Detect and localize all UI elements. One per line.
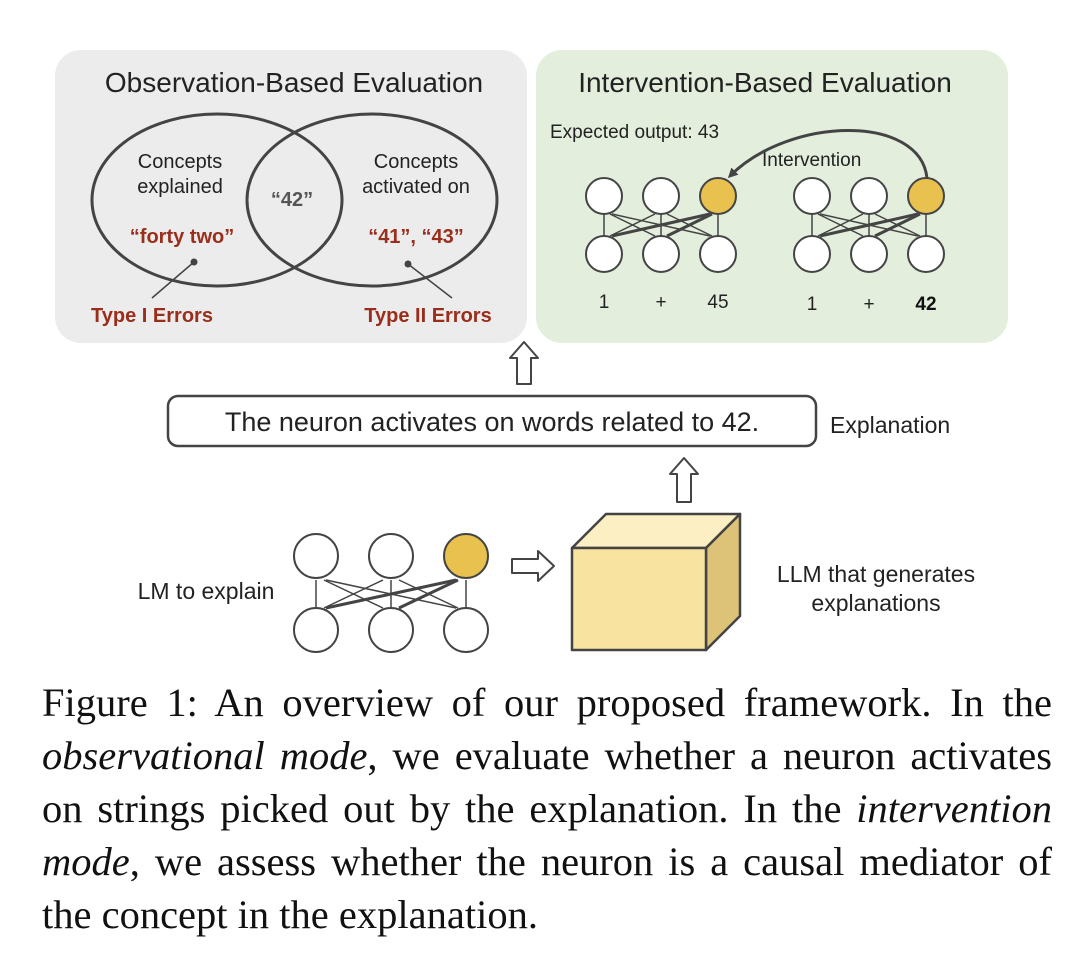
concepts-explained-label-line1: Concepts	[138, 151, 223, 173]
observation-panel-title: Observation-Based Evaluation	[105, 67, 483, 98]
neuron	[850, 235, 888, 273]
network-edge	[817, 213, 864, 237]
intervention-panel-title: Intervention-Based Evaluation	[578, 67, 952, 98]
framework-figure: Observation-Based Evaluation Concepts ex…	[55, 50, 1008, 653]
network-edge	[323, 579, 384, 609]
network-edge	[398, 578, 459, 610]
network-edge	[819, 212, 919, 238]
hollow-right-arrow	[511, 550, 555, 582]
neuron	[585, 235, 623, 273]
neuron	[907, 235, 945, 273]
neuron	[850, 177, 888, 215]
explanation-text: The neuron activates on words related to…	[225, 407, 759, 437]
observation-panel-background	[55, 50, 527, 343]
cube-front-face	[570, 546, 708, 652]
observation-panel: Observation-Based Evaluation Concepts ex…	[55, 50, 527, 343]
hollow-up-arrow	[669, 457, 699, 503]
neuron	[293, 607, 339, 653]
overlap-label: “42”	[271, 189, 313, 211]
type1-errors-label: Type I Errors	[91, 305, 213, 327]
intervention-panel: Intervention-Based Evaluation Expected o…	[536, 50, 1008, 343]
highlighted-neuron	[907, 177, 945, 215]
explanation-section: The neuron activates on words related to…	[166, 394, 950, 448]
lm-to-explain-label: LM to explain	[138, 578, 275, 604]
concepts-explained-label-line2: explained	[137, 176, 223, 198]
concepts-activated-label-line1: Concepts	[374, 151, 459, 173]
caption-text: Figure 1: An overview of our proposed fr…	[42, 680, 1052, 725]
neuron	[368, 533, 414, 579]
network-edge	[325, 578, 457, 610]
llm-label-line2: explanations	[811, 590, 940, 616]
highlighted-neuron	[699, 177, 737, 215]
caption-text: , we assess whether the neuron is a caus…	[42, 839, 1052, 937]
neuron	[585, 177, 623, 215]
llm-cube	[570, 512, 742, 652]
neuron	[793, 235, 831, 273]
concepts-explained-circle	[90, 112, 344, 288]
type2-pointer-line	[407, 263, 453, 299]
caption-text: , we evaluate whether a neuron activates…	[42, 733, 1052, 831]
highlighted-neuron	[443, 533, 489, 579]
explanation-label: Explanation	[830, 412, 950, 438]
intervened-input-token: 42	[915, 294, 936, 315]
concepts-activated-circle	[245, 112, 499, 288]
type1-pointer-line	[151, 261, 195, 299]
figure-caption: Figure 1: An overview of our proposed fr…	[42, 676, 1052, 941]
neuron	[642, 177, 680, 215]
intervention-label: Intervention	[762, 150, 861, 171]
network-edge	[666, 212, 713, 238]
intervened-network: 1 + 42	[793, 177, 945, 315]
concepts-activated-label-line2: activated on	[362, 176, 470, 198]
intervention-arrow	[727, 129, 929, 179]
neuron	[793, 177, 831, 215]
neuron	[642, 235, 680, 273]
input-token: 45	[707, 292, 728, 313]
caption-emphasis: intervention mode	[42, 786, 1052, 884]
type2-errors-label: Type II Errors	[364, 305, 491, 327]
explanation-box	[166, 394, 818, 448]
hollow-up-arrow	[509, 341, 539, 385]
lm-network	[293, 533, 489, 653]
input-token: 1	[807, 294, 818, 315]
neuron	[293, 533, 339, 579]
network-edge	[874, 212, 921, 238]
neuron	[443, 607, 489, 653]
input-token: +	[655, 292, 666, 313]
expected-output-label: Expected output: 43	[550, 122, 719, 143]
original-network: 1 + 45	[585, 177, 737, 313]
forty-one-forty-three-example: “41”, “43”	[368, 226, 464, 248]
network-edge	[611, 212, 711, 238]
llm-label-line1: LLM that generates	[777, 561, 975, 587]
neuron	[699, 235, 737, 273]
neuron	[368, 607, 414, 653]
input-token: 1	[599, 292, 610, 313]
caption-emphasis: observational mode	[42, 733, 368, 778]
network-edge	[609, 213, 656, 237]
input-token: +	[863, 294, 874, 315]
forty-two-example: “forty two”	[130, 226, 234, 248]
